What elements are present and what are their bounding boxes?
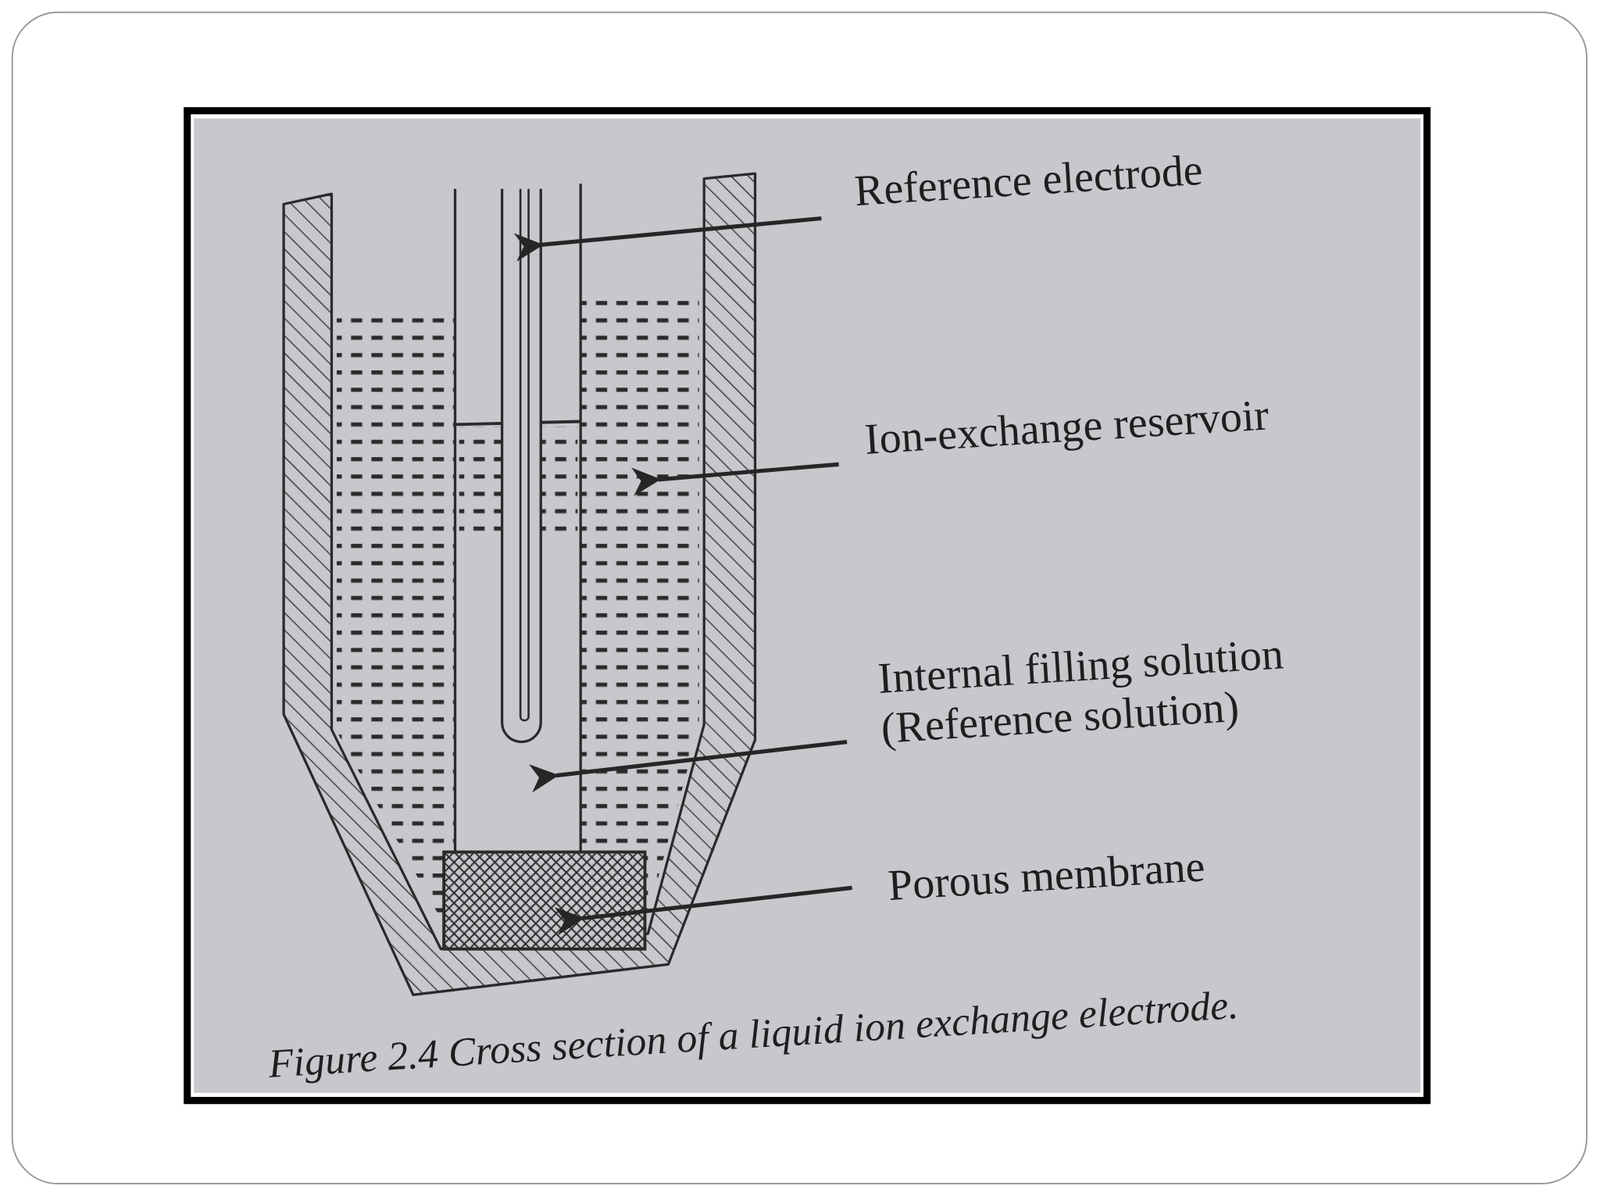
figure-caption: Figure 2.4 Cross section of a liquid ion… [267, 981, 1240, 1088]
leader-arrow [556, 742, 847, 776]
leader-arrow [581, 887, 852, 918]
reference-wire [520, 189, 529, 721]
photo-inner-border [190, 114, 1424, 1097]
leader-arrow [657, 464, 839, 480]
leader-arrow [540, 218, 822, 246]
tube-wall [579, 183, 583, 854]
reference-electrode [502, 189, 542, 743]
part-label: Ion-exchange reservoir [863, 389, 1271, 465]
porous-membrane [443, 852, 645, 950]
membrane-ground [443, 852, 645, 950]
slide-frame [12, 12, 1587, 1184]
photo-border [183, 107, 1431, 1104]
photo-ground [193, 118, 1421, 1093]
housing-wall [283, 173, 755, 995]
part-label: Porous membrane [886, 840, 1207, 911]
inner-tube-ground [455, 189, 582, 855]
tube-wall [453, 189, 457, 855]
part-label: Internal filling solution (Reference sol… [876, 622, 1383, 754]
part-label: Reference electrode [853, 143, 1204, 216]
